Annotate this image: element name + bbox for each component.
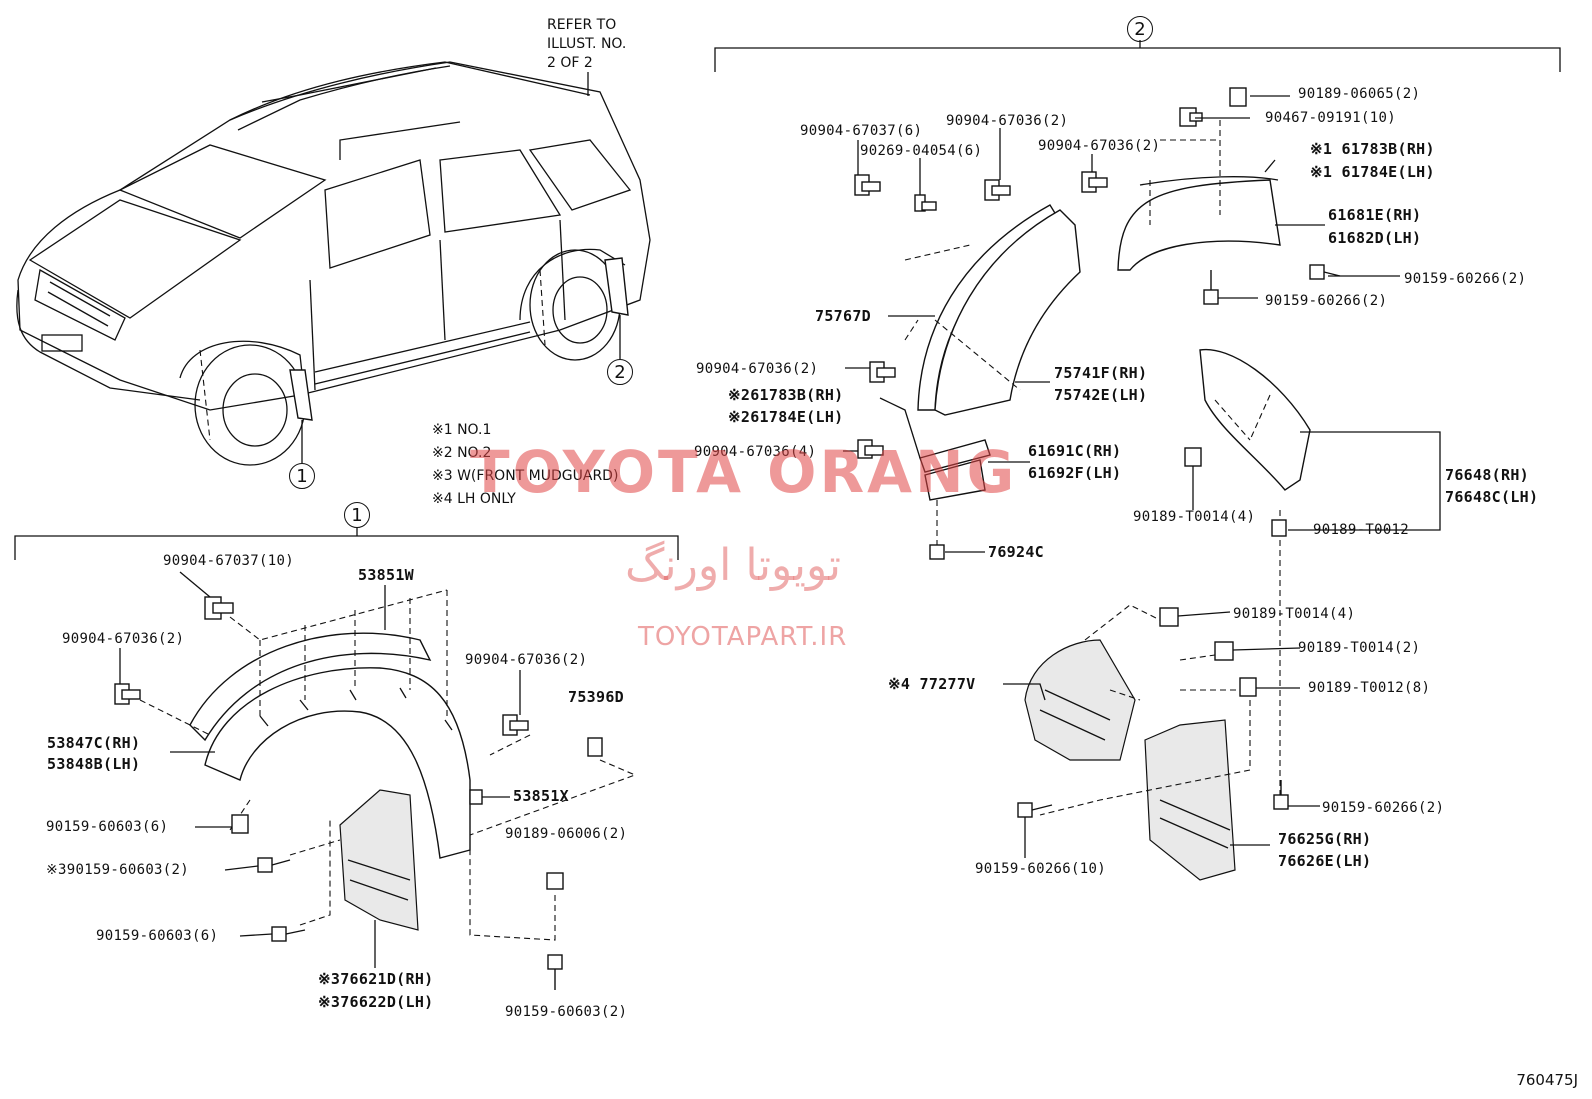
part-label[interactable]: 90159-60603(6) [46,819,169,835]
legend-item-1: ※1 NO.1 [432,422,492,438]
part-label[interactable]: 90189-T0012 [1313,522,1410,538]
callout-2-section: 2 [1127,16,1153,42]
part-label[interactable]: 75742E(LH) [1054,386,1148,404]
part-label[interactable]: 90159-60603(6) [96,928,219,944]
legend-item-4: ※4 LH ONLY [432,491,516,507]
refer-note-line-3: 2 OF 2 [547,55,593,71]
callout-1-vehicle: 1 [289,463,315,489]
refer-note-line-1: REFER TO [547,17,617,33]
part-label[interactable]: 90269-04054(6) [860,143,983,159]
part-label[interactable]: ※1 61784E(LH) [1310,163,1435,181]
part-label[interactable]: 61691C(RH) [1028,442,1122,460]
part-label[interactable]: 90904-67036(2) [465,652,588,668]
refer-note-line-2: ILLUST. NO. [547,36,627,52]
section-1-drawing [114,571,637,990]
part-label[interactable]: 53847C(RH) [47,734,141,752]
illustration-code: 760475J [1516,1071,1578,1089]
part-label[interactable]: 90159-60266(2) [1404,271,1527,287]
part-label[interactable]: ※376622D(LH) [318,993,434,1011]
part-label[interactable]: ※261783B(RH) [728,386,844,404]
part-label[interactable]: 76626E(LH) [1278,852,1372,870]
part-label[interactable]: 90189-T0014(4) [1233,606,1356,622]
legend-item-3: ※3 W(FRONT MUDGUARD) [432,468,619,484]
part-label[interactable]: 75396D [568,688,624,706]
part-label[interactable]: 76625G(RH) [1278,830,1372,848]
part-label[interactable]: 90189-T0014(4) [1133,509,1256,525]
callout-2-vehicle: 2 [607,359,633,385]
part-label[interactable]: 53848B(LH) [47,755,141,773]
part-label[interactable]: 53851W [358,566,414,584]
part-label[interactable]: 90904-67037(6) [800,123,923,139]
part-label[interactable]: 90189-06006(2) [505,826,628,842]
watermark-site: TOYOTAPART.IR [638,622,848,652]
part-label[interactable]: 61681E(RH) [1328,206,1422,224]
section-2-bracket [714,47,1561,72]
part-label[interactable]: ※1 61783B(RH) [1310,140,1435,158]
section-2-drawing [843,87,1441,881]
part-label[interactable]: 90904-67036(2) [62,631,185,647]
part-label[interactable]: 76648(RH) [1445,466,1529,484]
part-label[interactable]: 53851X [513,787,569,805]
part-label[interactable]: 90904-67036(2) [946,113,1069,129]
part-label[interactable]: 90467-09191(10) [1265,110,1396,126]
part-label[interactable]: 75741F(RH) [1054,364,1148,382]
part-label[interactable]: 90159-60266(2) [1265,293,1388,309]
part-label[interactable]: ※376621D(RH) [318,970,434,988]
part-label[interactable]: 90189-T0012(8) [1308,680,1431,696]
part-label[interactable]: 90904-67036(2) [696,361,819,377]
watermark-brand: TOYOTA ORANG [470,438,1018,506]
part-label[interactable]: 90159-60266(2) [1322,800,1445,816]
part-label[interactable]: ※261784E(LH) [728,408,844,426]
part-label[interactable]: 90159-60603(2) [505,1004,628,1020]
part-label[interactable]: ※390159-60603(2) [46,862,189,878]
vehicle-illustration [16,61,651,466]
callout-1-section: 1 [344,502,370,528]
part-label[interactable]: 61682D(LH) [1328,229,1422,247]
part-label[interactable]: 90904-67036(4) [694,444,817,460]
part-label[interactable]: ※4 77277V [888,675,976,693]
part-label[interactable]: 90159-60266(10) [975,861,1106,877]
part-label[interactable]: 76648C(LH) [1445,488,1539,506]
part-label[interactable]: 90189-06065(2) [1298,86,1421,102]
part-label[interactable]: 76924C [988,543,1044,561]
part-label[interactable]: 90904-67037(10) [163,553,294,569]
part-label[interactable]: 90904-67036(2) [1038,138,1161,154]
watermark-persian: تویوتا اورنگ [625,540,841,591]
part-label[interactable]: 90189-T0014(2) [1298,640,1421,656]
section-1-bracket [14,535,679,560]
legend-item-2: ※2 NO.2 [432,445,492,461]
part-label[interactable]: 61692F(LH) [1028,464,1122,482]
part-label[interactable]: 75767D [815,307,871,325]
